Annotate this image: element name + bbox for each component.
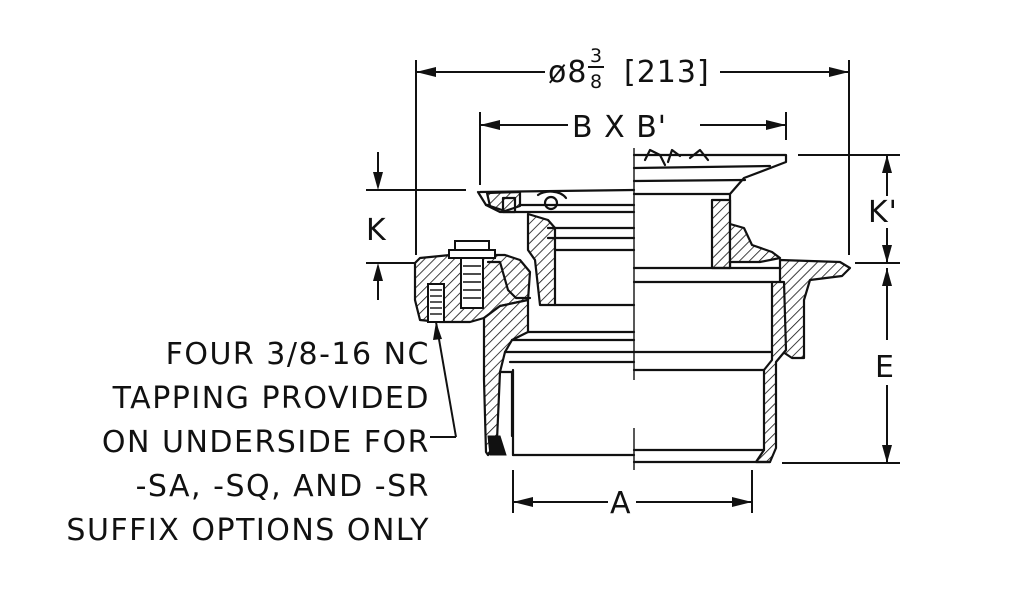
overall-diameter-metric: [213] [624, 55, 710, 90]
tapping-hole [427, 283, 445, 323]
note-line: ON UNDERSIDE FOR [102, 425, 430, 460]
note-text: FOUR 3/8-16 NC TAPPING PROVIDED ON UNDER… [66, 337, 430, 548]
k-prime-dimension: K' [798, 154, 900, 264]
note-line: -SA, -SQ, AND -SR [136, 469, 430, 504]
overall-diameter-fraction-den: 8 [590, 71, 603, 93]
e-label: E [875, 350, 895, 385]
anchor-bolt [448, 240, 496, 309]
overall-diameter-dimension: ø8 3 8 [213] [415, 45, 850, 255]
a-dimension: A [512, 470, 753, 521]
note-line: FOUR 3/8-16 NC [166, 337, 430, 372]
note-line: TAPPING PROVIDED [112, 381, 430, 416]
drain-body-exterior-right [632, 148, 852, 464]
k-prime-label: K' [868, 195, 898, 230]
a-label: A [610, 486, 632, 521]
e-dimension: E [782, 268, 900, 464]
strainer-size-label: B X B' [572, 110, 667, 145]
overall-diameter-prefix: ø8 [548, 55, 587, 90]
k-dimension: K [366, 152, 466, 300]
k-label: K [366, 213, 387, 248]
overall-diameter-fraction-num: 3 [590, 45, 603, 67]
drain-body-section-left [413, 188, 636, 457]
note-line: SUFFIX OPTIONS ONLY [66, 513, 430, 548]
note-leader [430, 321, 457, 438]
strainer-size-dimension: B X B' [479, 110, 787, 185]
